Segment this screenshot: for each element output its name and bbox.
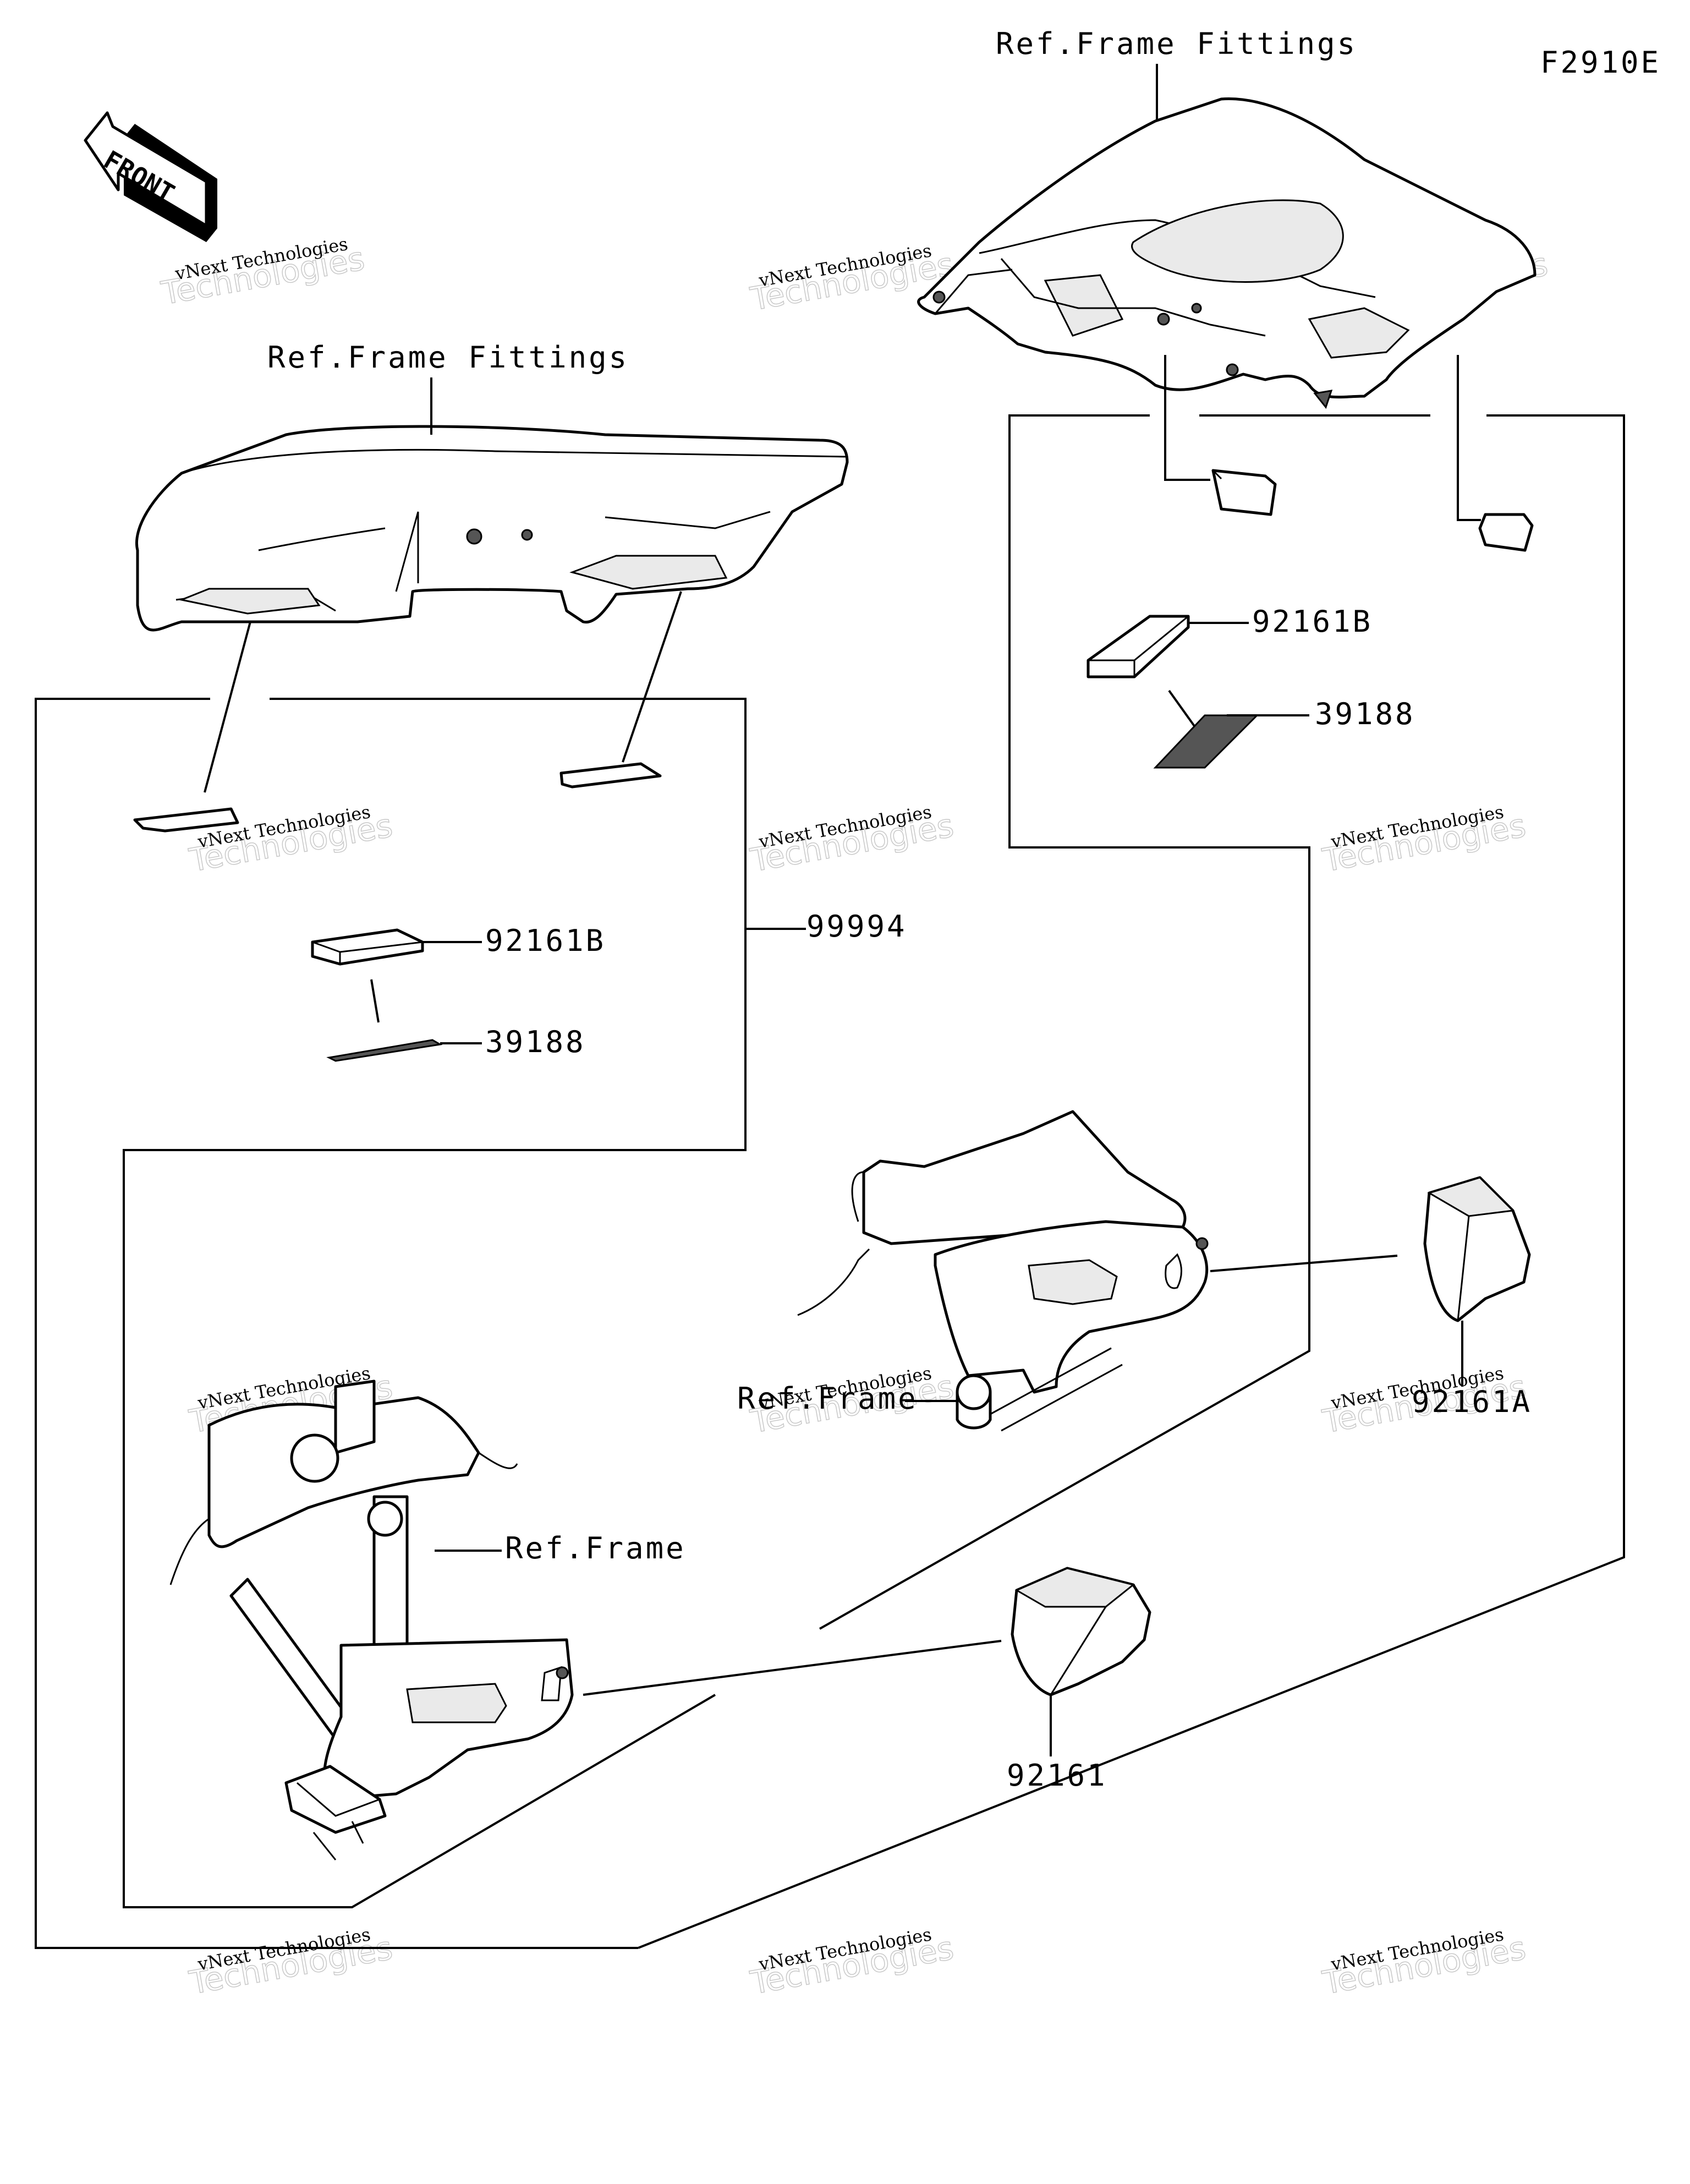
- leader-line: [204, 621, 251, 793]
- left-panel-border: [35, 698, 638, 1949]
- left-frame-bracket: [169, 1380, 574, 1860]
- leader-line: [1210, 1255, 1398, 1272]
- leader-line: [622, 591, 682, 763]
- cover-92161A: [1423, 1176, 1531, 1322]
- left-tape-39188: [326, 1039, 443, 1062]
- left-pad-92161B: [311, 928, 424, 966]
- leader-line: [1164, 355, 1210, 481]
- right-pad-92161B: [1087, 615, 1190, 678]
- right-frame-fitting: [917, 97, 1537, 409]
- right-part-39188: 39188: [1315, 697, 1415, 731]
- left-part-39188: 39188: [485, 1025, 586, 1059]
- leader-line: [370, 979, 380, 1023]
- leader-line: [1168, 689, 1198, 730]
- left-ref-label: Ref.Frame Fittings: [267, 340, 629, 375]
- part-92161A: 92161A: [1412, 1384, 1532, 1419]
- left-panel-border-inner: [123, 698, 747, 1908]
- front-arrow-icon: FRONT: [84, 111, 217, 242]
- right-part-92161B: 92161B: [1252, 604, 1373, 639]
- left-part-92161B: 92161B: [485, 923, 606, 958]
- left-frame-fitting: [135, 425, 849, 632]
- cover-92161: [1011, 1567, 1151, 1696]
- right-ref-label: Ref.Frame Fittings: [996, 26, 1357, 61]
- left-bracket-ref-label: Ref.Frame: [505, 1531, 686, 1566]
- right-panel-border: [819, 414, 1310, 1630]
- figure-code: F2910E: [1540, 45, 1661, 80]
- right-bracket-ref-label: Ref.Frame: [737, 1381, 918, 1416]
- left-decal-b: [559, 762, 662, 789]
- part-92161: 92161: [1007, 1758, 1107, 1793]
- leader-line: [1457, 355, 1481, 521]
- left-decal-a: [133, 807, 239, 833]
- right-decal-a: [1211, 469, 1277, 516]
- assembly-number: 99994: [806, 909, 907, 944]
- right-frame-bracket: [797, 1110, 1209, 1432]
- right-decal-b: [1478, 513, 1534, 552]
- right-panel-border-outer: [638, 414, 1625, 1949]
- leader-line: [583, 1640, 1002, 1696]
- right-tape-39188: [1153, 714, 1259, 769]
